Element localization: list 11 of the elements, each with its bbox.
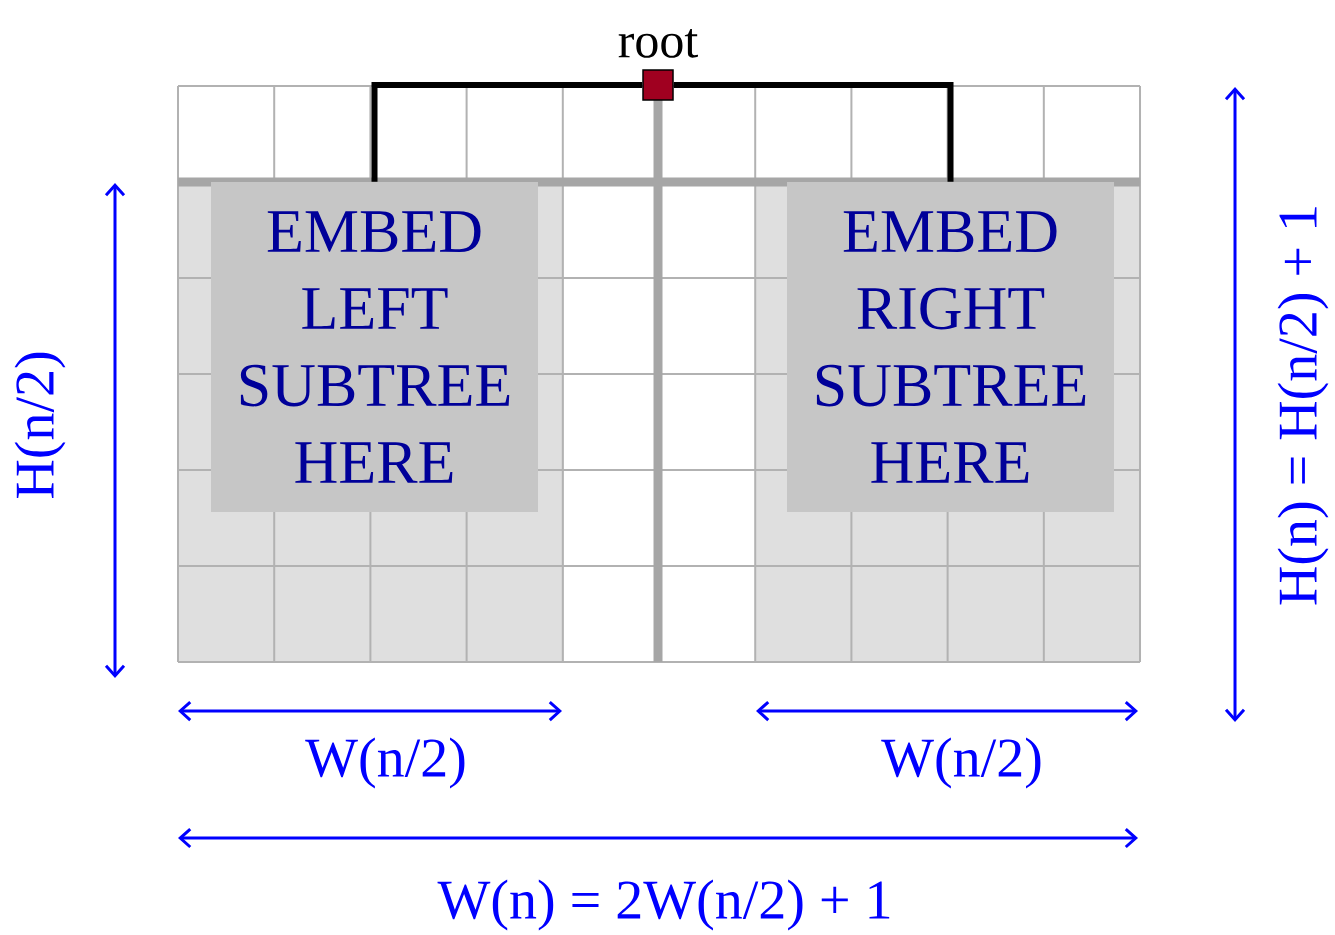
root-square	[642, 69, 674, 101]
dimension-label: H(n/2)	[14, 352, 66, 499]
dimension-label: W(n) = 2W(n/2) + 1	[437, 879, 890, 931]
dimension-label: H(n) = H(n/2) + 1	[1277, 207, 1329, 605]
dimension-label: W(n/2)	[881, 737, 1041, 789]
subtree-box: EMBED RIGHT SUBTREE HERE	[787, 182, 1114, 512]
connector-line	[673, 82, 954, 182]
node-caption: root	[618, 29, 698, 58]
connector-line	[371, 82, 643, 182]
dimension-label: W(n/2)	[305, 737, 465, 789]
subtree-box: EMBED LEFT SUBTREE HERE	[211, 182, 538, 512]
